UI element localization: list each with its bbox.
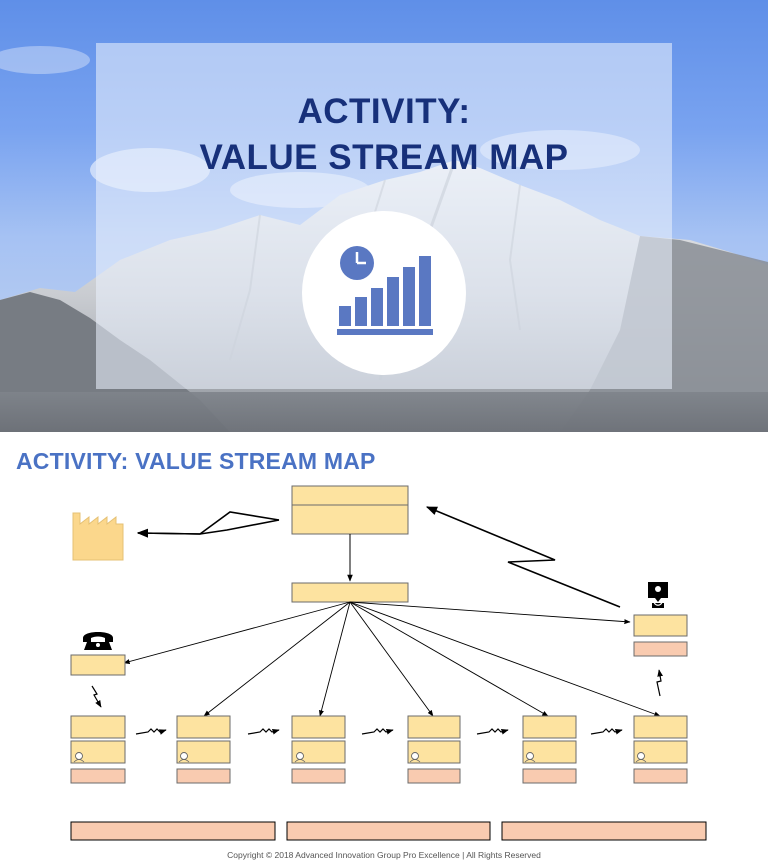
title-card: ACTIVITY: VALUE STREAM MAP <box>96 43 672 389</box>
schedule-arrows <box>123 601 661 717</box>
title-line-1: ACTIVITY: <box>297 92 471 131</box>
clock-bar-chart-icon <box>337 246 433 335</box>
supplier-contact-box <box>70 654 126 676</box>
title-line-2: VALUE STREAM MAP <box>199 138 569 177</box>
customer-data-box <box>633 641 688 657</box>
customer-info-flow <box>425 506 621 608</box>
process-column-3 <box>291 715 346 784</box>
operator-icon <box>635 752 647 763</box>
process-column-4 <box>407 715 461 784</box>
electronic-information-flow-icon <box>91 685 102 708</box>
timeline-segment <box>286 821 491 841</box>
customer-icon <box>648 582 668 608</box>
process-column-2 <box>176 715 231 784</box>
operator-icon <box>73 752 85 763</box>
process-column-5 <box>522 715 577 784</box>
timeline-segment <box>501 821 707 841</box>
telephone-icon <box>83 632 113 650</box>
vsm-heading: ACTIVITY: VALUE STREAM MAP <box>16 448 376 474</box>
value-stream-map-diagram <box>70 485 707 841</box>
operator-icon <box>294 752 306 763</box>
operator-icon <box>409 752 421 763</box>
slide-title: ACTIVITY: VALUE STREAM MAP <box>96 89 672 181</box>
timeline <box>70 821 707 841</box>
customer-box <box>633 614 688 637</box>
timeline-segment <box>70 821 276 841</box>
factory-icon <box>72 512 124 561</box>
vsm-slide: ACTIVITY: VALUE STREAM MAP <box>0 432 768 866</box>
production-control-box <box>291 485 409 535</box>
push-arrow-icon <box>135 728 623 735</box>
icon-circle <box>302 211 466 375</box>
schedule-box <box>291 582 409 603</box>
copyright-footer: Copyright © 2018 Advanced Innovation Gro… <box>227 850 541 860</box>
process-column-6 <box>633 715 688 784</box>
operator-icon <box>178 752 190 763</box>
title-slide: ACTIVITY: VALUE STREAM MAP <box>0 0 768 432</box>
process-column-1 <box>70 715 126 784</box>
operator-icon <box>524 752 536 763</box>
